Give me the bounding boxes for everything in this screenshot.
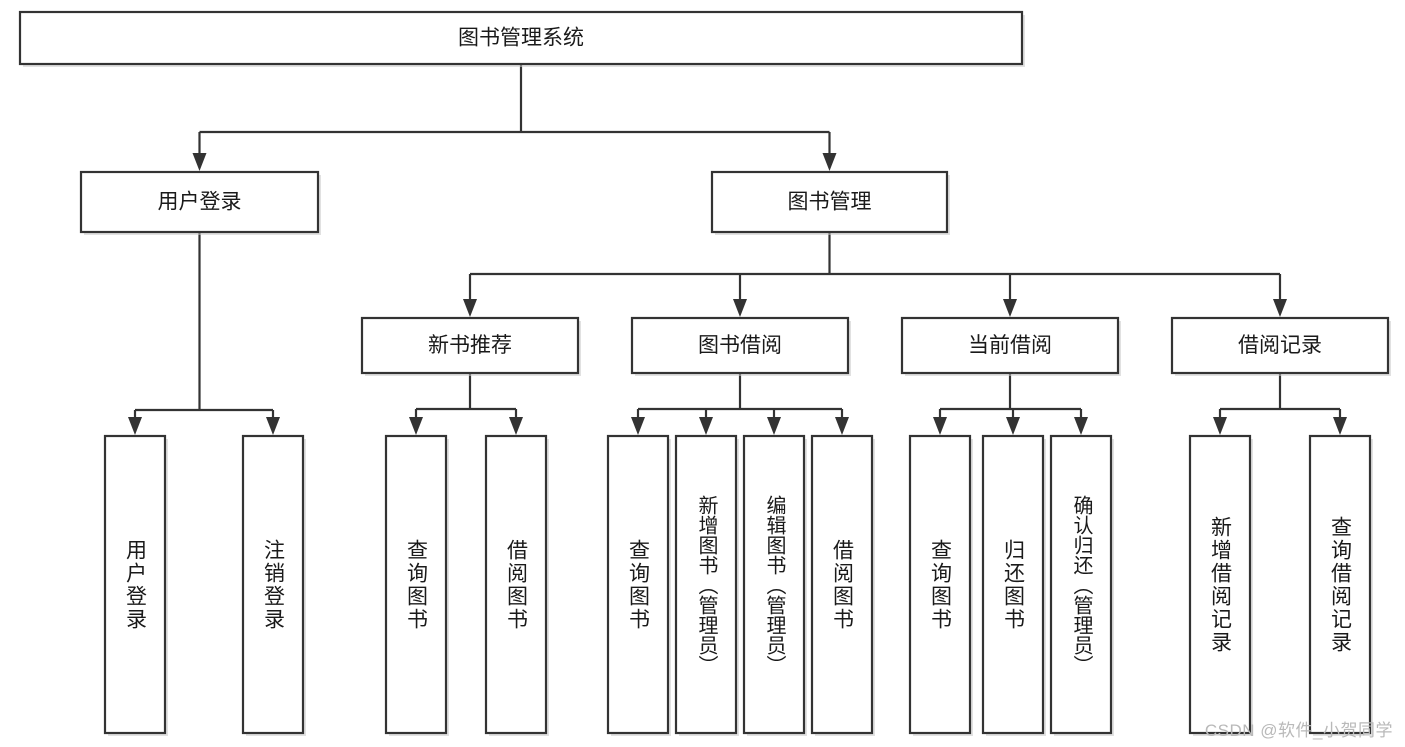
arrow-head-1 xyxy=(509,417,523,435)
node-level3-0-label: 新书推荐 xyxy=(428,334,512,357)
arrow-head-3 xyxy=(1273,299,1287,317)
leaf-node-8 xyxy=(908,434,972,735)
leaf-node-7 xyxy=(810,434,874,735)
node-root-label: 图书管理系统 xyxy=(458,27,584,50)
leaf-node-6 xyxy=(742,434,806,735)
node-level2-0-label: 用户登录 xyxy=(158,191,242,214)
leaf-node-1 xyxy=(241,434,305,735)
leaf-node-11 xyxy=(1188,434,1252,735)
node-boxes xyxy=(18,10,1391,736)
node-level3-2 xyxy=(900,316,1120,375)
arrow-head-1 xyxy=(699,417,713,435)
node-level3-0 xyxy=(360,316,580,375)
arrow-head-1 xyxy=(1333,417,1347,435)
leaf-node-0 xyxy=(103,434,167,735)
leaf-node-2 xyxy=(384,434,448,735)
node-level2-1 xyxy=(710,170,949,234)
arrow-head-2 xyxy=(1003,299,1017,317)
node-level2-1-label: 图书管理 xyxy=(788,191,872,214)
arrow-head-0 xyxy=(192,153,207,171)
arrow-head-1 xyxy=(1006,417,1020,435)
arrow-head-1 xyxy=(822,153,837,171)
leaf-node-12 xyxy=(1308,434,1372,735)
arrow-head-2 xyxy=(767,417,781,435)
arrow-head-0 xyxy=(463,299,477,317)
arrow-head-0 xyxy=(933,417,947,435)
node-level3-1-label: 图书借阅 xyxy=(698,334,782,357)
node-level3-1 xyxy=(630,316,850,375)
arrow-head-0 xyxy=(128,417,142,435)
arrow-head-0 xyxy=(631,417,645,435)
connector-lines xyxy=(128,64,1347,435)
node-level2-0 xyxy=(79,170,320,234)
leaf-node-10 xyxy=(1049,434,1113,735)
leaf-node-5 xyxy=(674,434,738,735)
node-root xyxy=(18,10,1024,66)
watermark: CSDN @软件_小贺同学 xyxy=(1204,721,1393,740)
arrow-head-3 xyxy=(835,417,849,435)
node-level3-3 xyxy=(1170,316,1390,375)
arrow-head-2 xyxy=(1074,417,1088,435)
arrow-head-0 xyxy=(409,417,423,435)
node-level3-3-label: 借阅记录 xyxy=(1238,334,1322,357)
leaf-node-3 xyxy=(484,434,548,735)
node-level3-2-label: 当前借阅 xyxy=(968,334,1052,357)
leaf-node-4 xyxy=(606,434,670,735)
leaf-node-9 xyxy=(981,434,1045,735)
arrow-head-0 xyxy=(1213,417,1227,435)
arrow-head-1 xyxy=(733,299,747,317)
arrow-head-1 xyxy=(266,417,280,435)
